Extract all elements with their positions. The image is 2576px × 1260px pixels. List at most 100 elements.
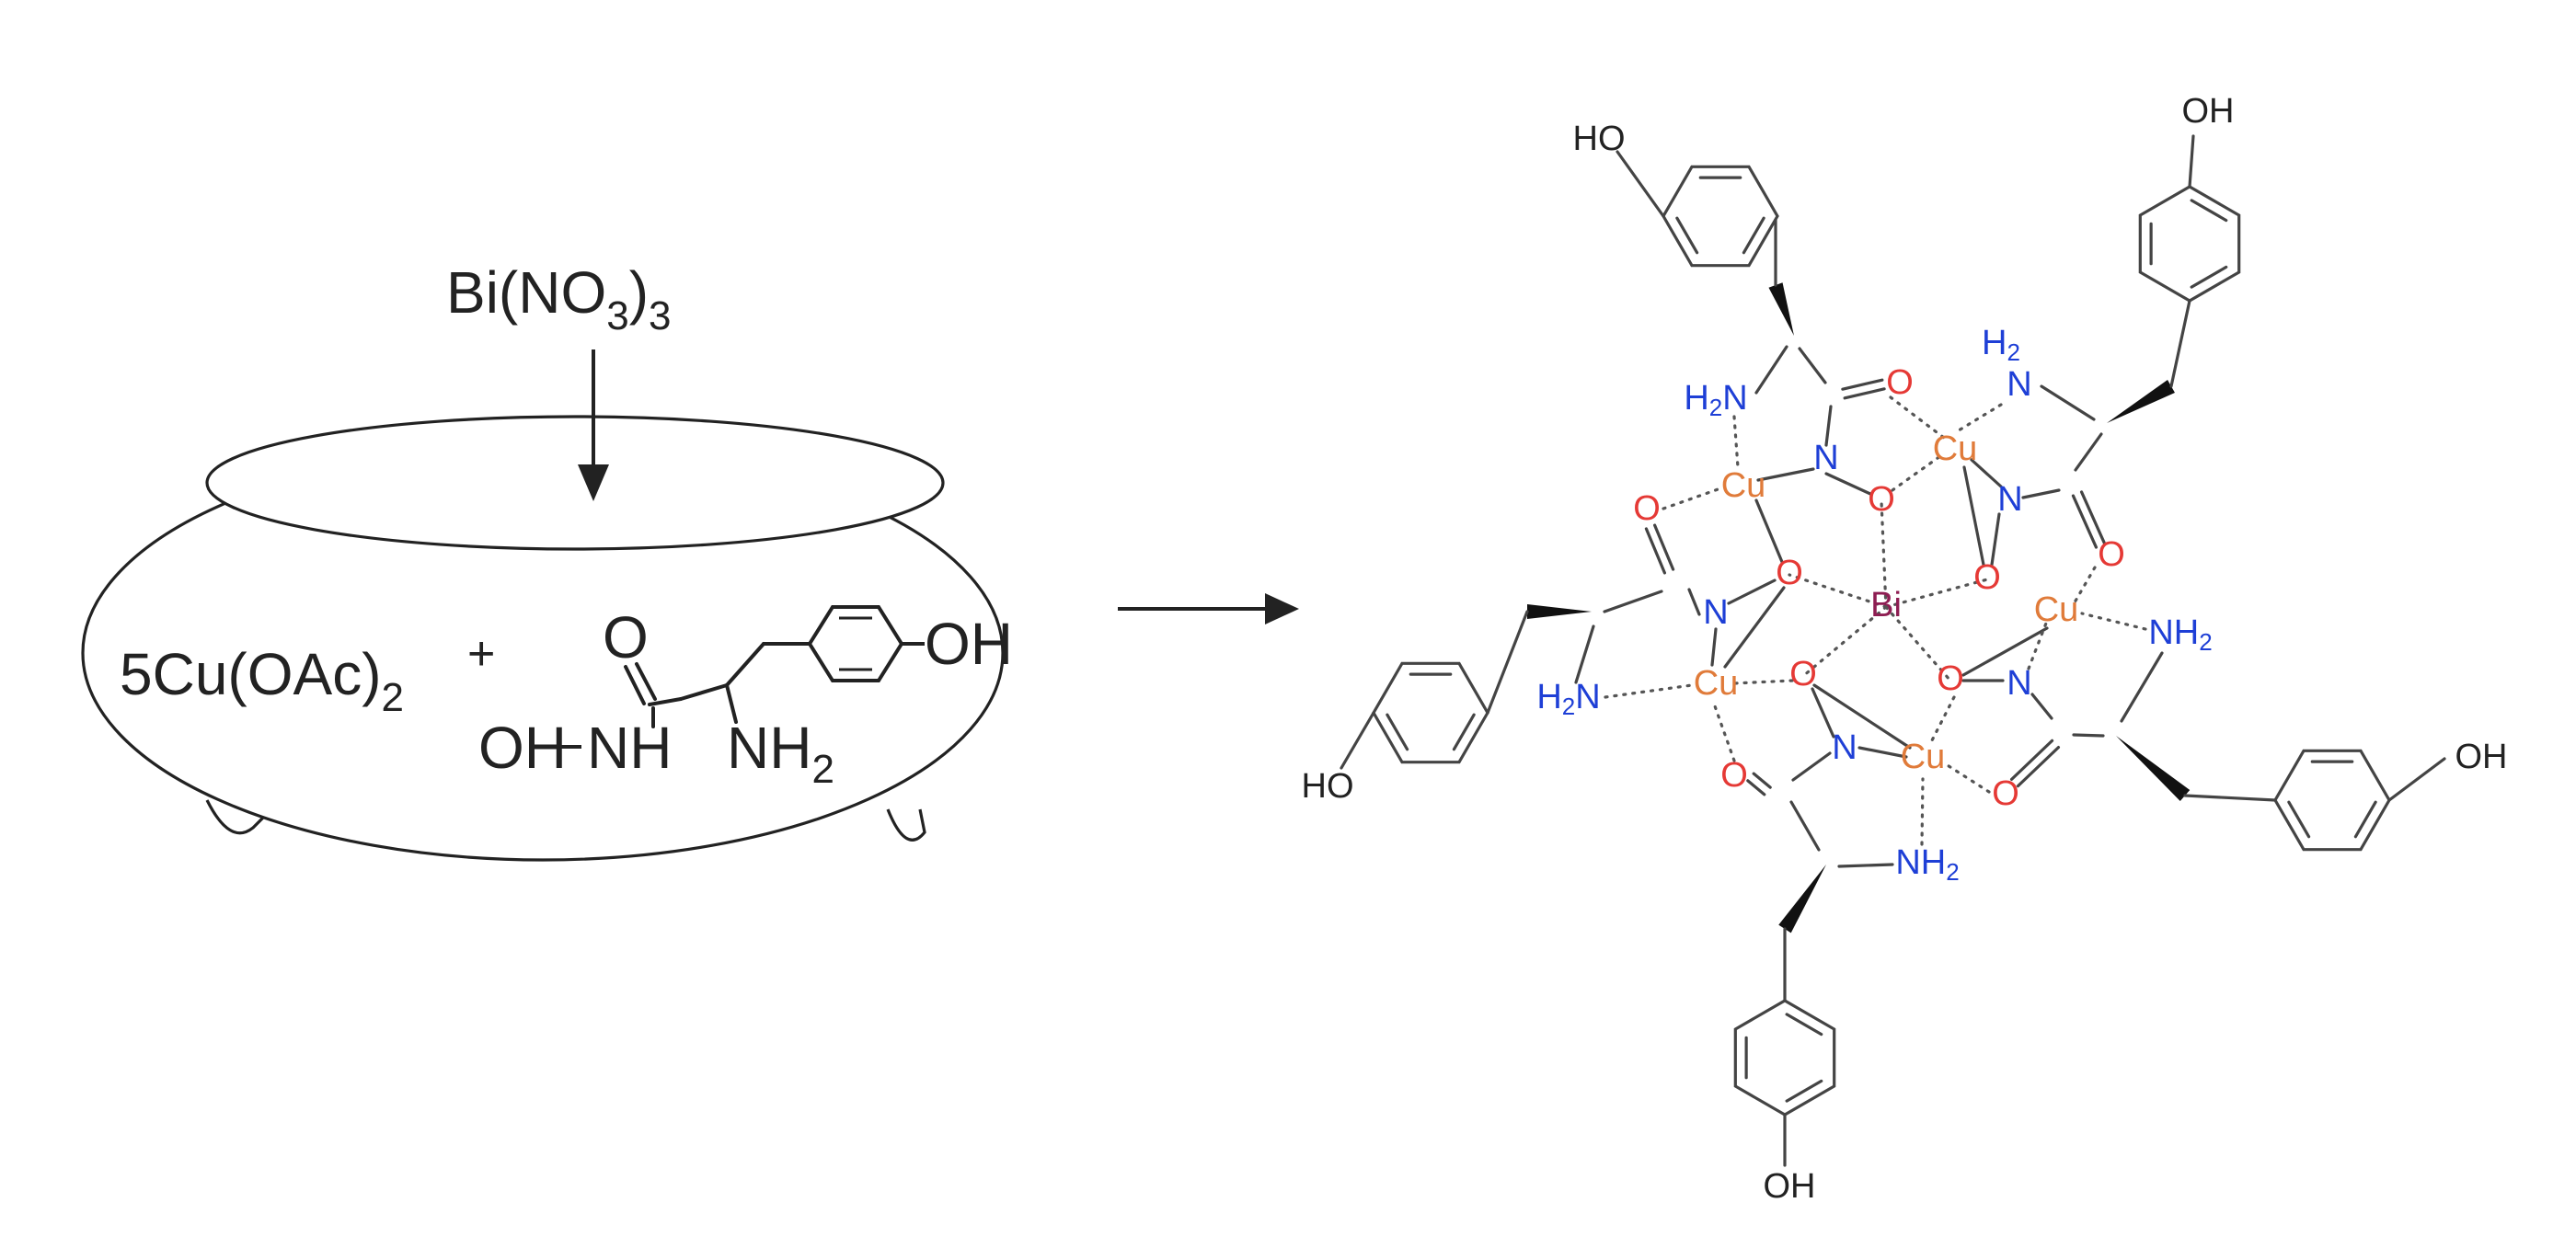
- bond: [2353, 800, 2377, 839]
- ligand-nh: NH: [587, 715, 672, 781]
- coordination-bond: [1801, 605, 1888, 678]
- bond: [2079, 490, 2107, 545]
- copper-atom: Cu: [1901, 738, 1946, 776]
- hydroxamate-nitrogen: N: [1997, 480, 2022, 519]
- tyrosine-hydroxamate-ligand: O OH NH NH2 OH: [478, 604, 1013, 792]
- hydroxyl-label: OH: [2182, 92, 2235, 131]
- copper-atom: Cu: [2034, 590, 2079, 629]
- hydroxyl-label: OH: [2455, 738, 2508, 776]
- coordination-bond: [1889, 395, 1946, 440]
- bond: [1653, 523, 1675, 571]
- coordination-bond: [1884, 605, 1952, 682]
- carbonyl-oxygen: O: [1886, 363, 1914, 402]
- bond: [2030, 693, 2053, 720]
- stereo-wedge: [1527, 604, 1592, 619]
- bismuth-atom: Bi: [1870, 586, 1902, 624]
- coordination-bond: [1891, 454, 1942, 492]
- bond: [1452, 713, 1476, 751]
- ligand-carbonyl-o: O: [603, 604, 649, 670]
- cauldron: [81, 415, 1005, 862]
- bond: [1824, 472, 1872, 496]
- bond: [1961, 626, 2049, 677]
- hydroxyl-label: OH: [1764, 1167, 1816, 1206]
- coordination-bond: [1930, 695, 1956, 742]
- bond: [1824, 405, 1833, 447]
- bond: [1841, 378, 1884, 391]
- bond: [2071, 494, 2099, 549]
- stereo-wedge: [2116, 736, 2191, 802]
- ligand-amine: NH2: [727, 715, 834, 792]
- coordination-bond: [1712, 702, 1736, 762]
- ligand-phenol-oh: OH: [925, 611, 1013, 677]
- coordination-bond: [1941, 761, 1991, 794]
- phenol-ring: [1372, 661, 1489, 764]
- bond: [1727, 578, 1777, 605]
- bond: [2074, 432, 2103, 472]
- bond: [2183, 794, 2277, 802]
- phenol-ring: [1662, 165, 1779, 268]
- bond: [1756, 467, 1815, 482]
- phenol-ring: [2138, 185, 2241, 303]
- carbonyl-oxygen: O: [2098, 535, 2125, 574]
- coordination-bond: [1604, 683, 1694, 699]
- coordination-bond: [1662, 486, 1725, 510]
- coordination-bond: [1920, 777, 1925, 846]
- ligand-hydroxyl: OH: [478, 715, 567, 781]
- bond: [1644, 527, 1666, 575]
- bond: [1603, 590, 1663, 613]
- bond: [1785, 1013, 1823, 1037]
- bond: [1340, 711, 1375, 770]
- amine-label: H2: [1982, 324, 2020, 366]
- phenol-ring: [2273, 749, 2391, 852]
- plus-sign: +: [467, 627, 495, 681]
- bond: [2072, 733, 2105, 738]
- amine-label: NH2: [2148, 613, 2212, 656]
- bond: [1687, 588, 1701, 616]
- bond: [1675, 216, 1699, 255]
- coordination-bond: [1957, 403, 2003, 432]
- bond: [1837, 863, 1894, 868]
- pot-foot-right: [886, 808, 926, 842]
- bond: [2169, 299, 2191, 388]
- hydroxamate-nitrogen: N: [1813, 439, 1838, 477]
- bond: [1723, 586, 1786, 669]
- phenol-ring: [1733, 999, 1836, 1117]
- bond: [1791, 751, 1832, 782]
- reaction-arrow-head: [1265, 593, 1299, 624]
- bond: [2190, 265, 2228, 289]
- copper-acetate-label: 5Cu(OAc)2: [120, 641, 404, 720]
- stereo-wedge: [1778, 865, 1826, 934]
- coordination-bond: [2027, 619, 2049, 670]
- pot-rim: [205, 415, 945, 551]
- bond: [1811, 687, 1835, 739]
- oxime-oxygen: O: [1789, 655, 1817, 693]
- coordination-bond: [2073, 566, 2097, 604]
- bond: [2016, 746, 2061, 788]
- bond: [1798, 347, 1827, 384]
- bond: [1574, 624, 1595, 684]
- bond: [1754, 498, 1784, 564]
- bond: [1386, 713, 1409, 751]
- bond: [1742, 216, 1765, 255]
- bond: [1962, 465, 1985, 567]
- carbonyl-oxygen: O: [1720, 756, 1748, 795]
- hydroxyl-label: HO: [1302, 767, 1354, 806]
- bond: [2120, 651, 2164, 723]
- bond: [1785, 1079, 1823, 1103]
- bond: [2009, 739, 2054, 781]
- amine-label: H2N: [1536, 678, 1600, 720]
- svg-text:Bi(NO3)3: Bi(NO3)3: [446, 259, 672, 338]
- bond: [2040, 384, 2096, 421]
- carbonyl-oxygen: O: [1992, 774, 2019, 813]
- coordination-bond: [1732, 679, 1794, 685]
- bond: [1812, 683, 1912, 750]
- oxime-oxygen: O: [1973, 558, 2001, 597]
- pot-foot-left: [205, 799, 269, 835]
- bond: [1789, 800, 1821, 852]
- bond: [2287, 800, 2311, 839]
- bond: [1752, 772, 1772, 789]
- hydroxamate-nitrogen: N: [2007, 664, 2031, 703]
- carbonyl-oxygen: O: [1633, 489, 1661, 528]
- bond: [1857, 746, 1908, 759]
